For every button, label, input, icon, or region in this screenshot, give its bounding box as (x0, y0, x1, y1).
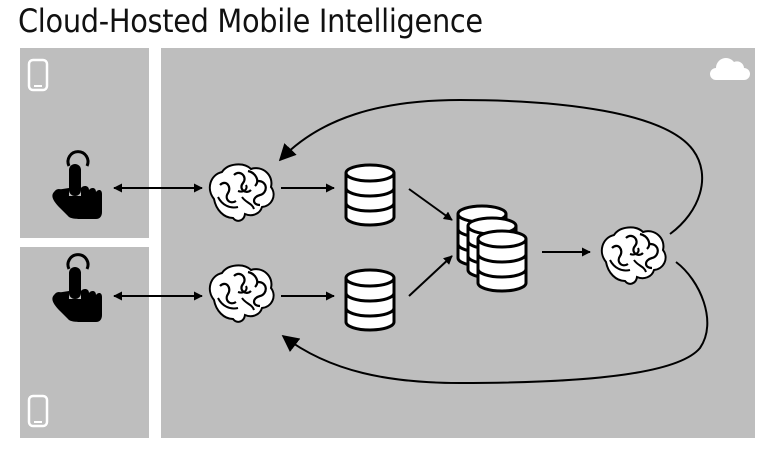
arrow-db-aggregate-bottom (408, 255, 453, 297)
feedback-arc-bottom (281, 261, 709, 385)
database-icon (344, 268, 396, 332)
diagram-title: Cloud-Hosted Mobile Intelligence (18, 2, 483, 40)
device-panel-bottom (20, 247, 149, 438)
cloud-icon (710, 57, 750, 80)
database-icon (344, 163, 396, 227)
arrow-db-aggregate-top (408, 188, 453, 221)
feedback-arc-top (278, 98, 704, 235)
